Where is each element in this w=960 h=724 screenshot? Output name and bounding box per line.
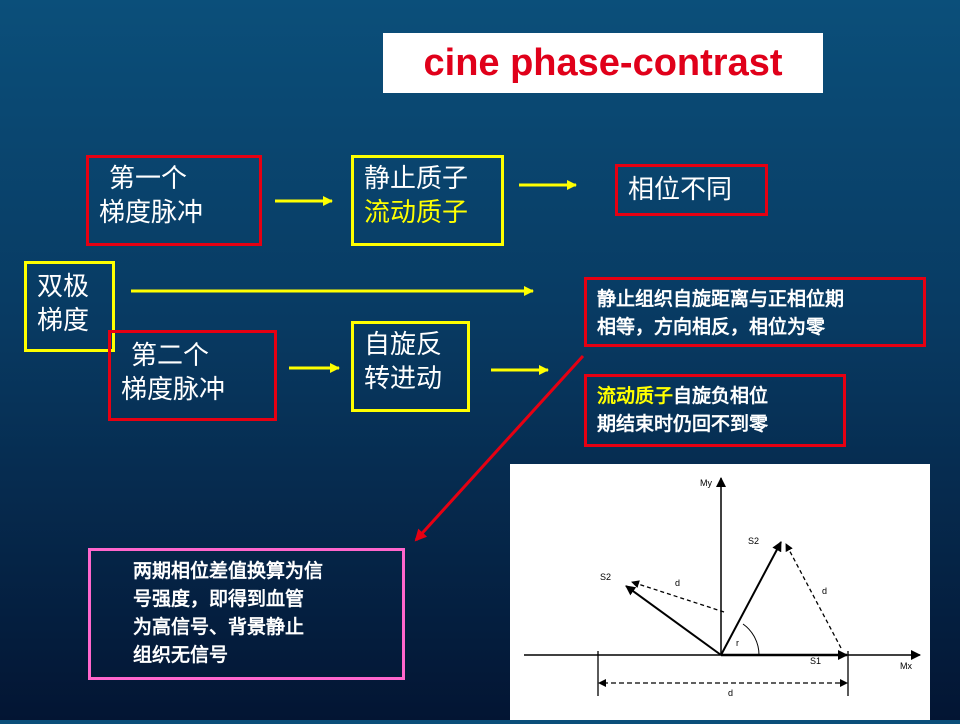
vector-diagram-svg: My Mx S2 S2 S1 d d d r [524,477,921,698]
x-axis-label: Mx [900,661,912,671]
label-s2-right: S2 [748,536,759,546]
conclusion-line3: 为高信号、背景静止 [133,616,305,638]
bipolar-gradient-line1: 双极 [37,272,90,302]
label-s1: S1 [810,656,821,666]
flowing-protons-result-box: 流动质子自旋负相位 期结束时仍回不到零 [584,374,846,447]
slide-title: cine phase-contrast [383,33,823,93]
label-d-bottom: d [728,688,733,698]
bipolar-gradient-line2: 梯度 [37,306,90,336]
vector-s2-left [625,585,722,656]
label-d-right: d [822,586,827,596]
static-tissue-line2: 相等，方向相反，相位为零 [597,316,826,338]
static-protons-label: 静止质子 [364,164,469,194]
spin-reversal-box: 自旋反 转进动 [351,321,470,412]
flowing-result-line1: 流动质子自旋负相位 [597,382,833,410]
phase-vector-diagram: My Mx S2 S2 S1 d d d r [510,464,930,720]
label-s2-left: S2 [600,572,611,582]
second-gradient-pulse-line2: 梯度脉冲 [121,375,226,405]
spin-reversal-line1: 自旋反 [364,330,443,360]
flowing-protons-label: 流动质子 [364,198,469,228]
first-gradient-pulse-box: 第一个 梯度脉冲 [86,155,262,246]
second-gradient-pulse-line1: 第二个 [131,341,210,371]
flowing-protons-highlight: 流动质子 [597,385,674,407]
static-flow-protons-box: 静止质子 流动质子 [351,155,504,246]
phase-angle-arc [742,623,760,656]
vector-s2-right [720,541,782,656]
conclusion-line2: 号强度，即得到血管 [133,588,305,610]
bipolar-gradient-box: 双极 梯度 [24,261,115,352]
conclusion-line1: 两期相位差值换算为信 [133,560,324,582]
conclusion-line4: 组织无信号 [133,644,229,666]
dashed-d-right [785,543,842,649]
label-d-left: d [675,578,680,588]
second-gradient-pulse-box: 第二个 梯度脉冲 [108,330,277,421]
bracket-arrow-right [840,679,848,687]
spin-reversal-line2: 转进动 [364,364,443,394]
flowing-result-line2: 期结束时仍回不到零 [597,413,769,435]
conclusion-box: 两期相位差值换算为信 号强度，即得到血管 为高信号、背景静止 组织无信号 [88,548,405,680]
label-angle: r [736,638,739,648]
static-tissue-line1: 静止组织自旋距离与正相位期 [597,288,845,310]
phase-different-box: 相位不同 [615,164,768,216]
first-gradient-pulse-line1: 第一个 [109,164,188,194]
y-axis-label: My [700,478,712,488]
arrow-to-conclusion [414,354,585,542]
flowing-result-rest: 自旋负相位 [673,385,769,407]
first-gradient-pulse-line2: 梯度脉冲 [99,198,204,228]
dashed-d-left [631,580,725,613]
bracket-arrow-left [598,679,606,687]
static-tissue-result-box: 静止组织自旋距离与正相位期 相等，方向相反，相位为零 [584,277,926,347]
